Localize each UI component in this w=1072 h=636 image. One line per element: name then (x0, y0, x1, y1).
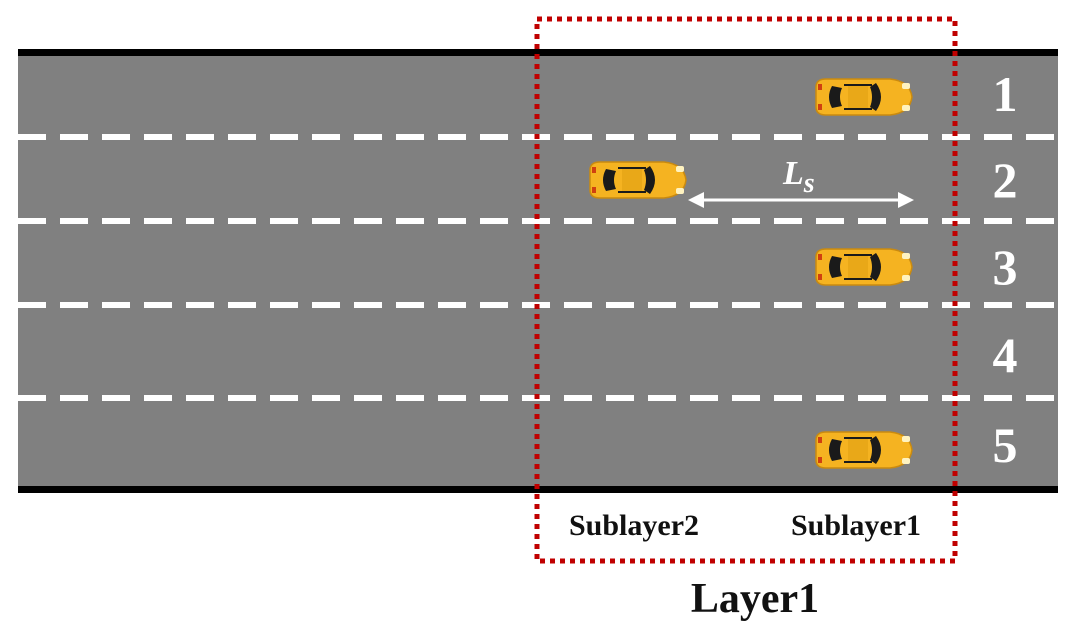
layer-label: Layer1 (691, 576, 819, 622)
double-arrow-icon (688, 192, 914, 208)
car-icon (815, 78, 913, 116)
spacing-label: Ls (782, 155, 815, 199)
lane-number-4: 4 (993, 327, 1018, 383)
lane-number-3: 3 (993, 239, 1018, 295)
road-edge-top (18, 49, 1058, 56)
road-edge-bottom (18, 486, 1058, 493)
sublayer-label-1: Sublayer1 (791, 509, 921, 542)
lane-number-5: 5 (993, 417, 1018, 473)
lane-number-2: 2 (993, 152, 1018, 208)
sublayer-label-2: Sublayer2 (569, 509, 699, 542)
car-icon (815, 431, 913, 469)
car-icon (589, 161, 687, 199)
lane-number-1: 1 (993, 66, 1018, 122)
car-icon (815, 248, 913, 286)
